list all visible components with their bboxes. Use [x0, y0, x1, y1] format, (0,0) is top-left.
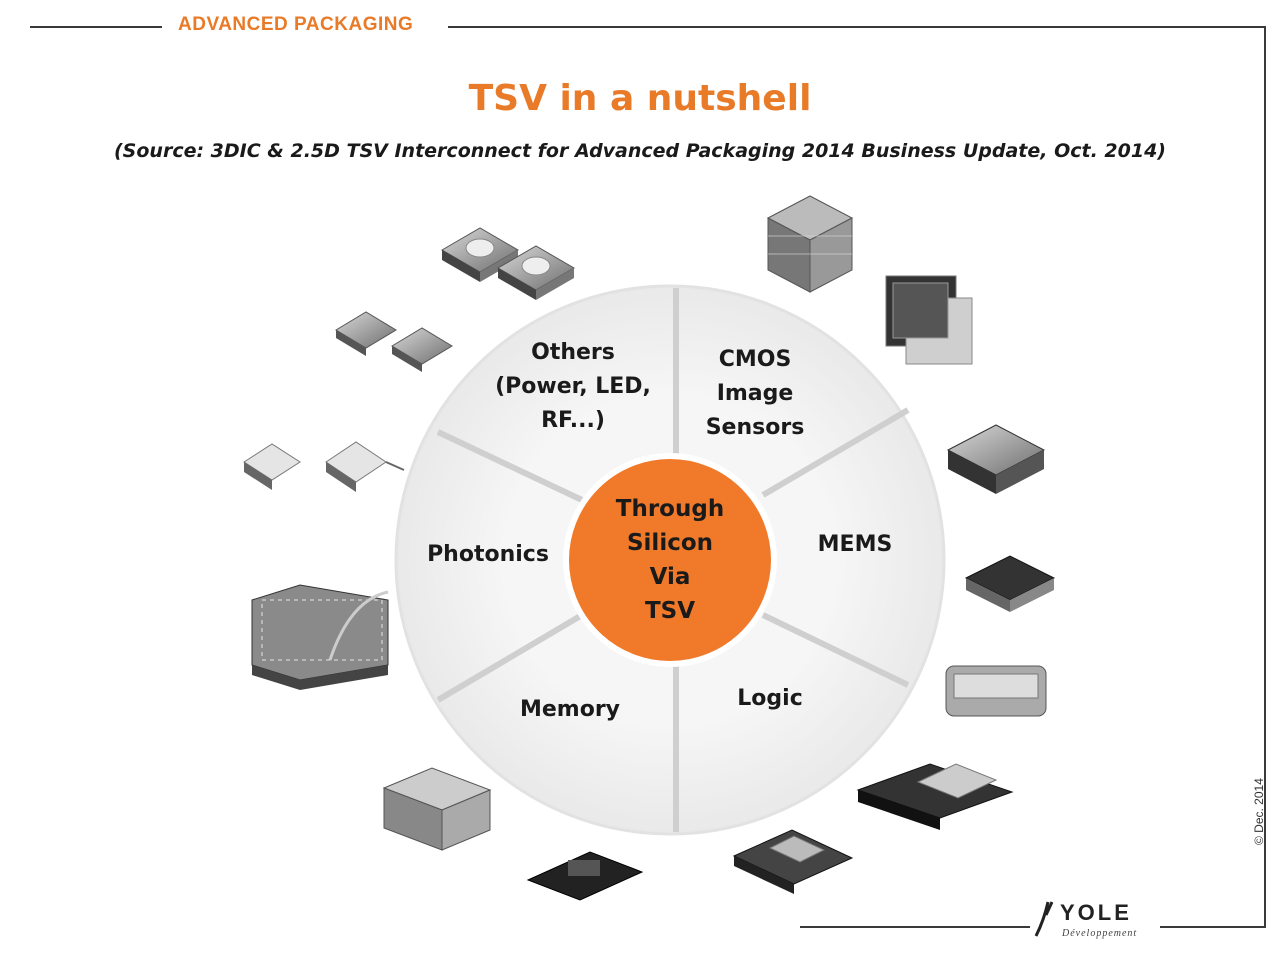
bottom-rule-right [1160, 926, 1266, 928]
chip-image-logic-2 [856, 763, 1014, 830]
chip-image-cmos-stack [766, 195, 854, 293]
top-rule-right [448, 26, 1266, 28]
center-circle [563, 453, 777, 667]
segment-label-logic: Logic [737, 686, 803, 711]
yole-logo-text: YOLE [1060, 900, 1132, 925]
chip-image-cmos-sensor [885, 275, 973, 365]
chip-image-photonics-grid [251, 584, 389, 690]
chip-image-logic-1 [945, 665, 1047, 717]
chip-image-others-led-1 [441, 227, 519, 282]
chip-image-mems-2 [964, 555, 1056, 612]
divider-lower-left [436, 612, 584, 703]
divider-upper-right [761, 407, 910, 498]
chip-image-photonics-2 [325, 441, 405, 492]
segment-label-photonics: Photonics [427, 542, 549, 567]
source-subtitle: (Source: 3DIC & 2.5D TSV Interconnect fo… [114, 140, 1166, 162]
bottom-rule-left [800, 926, 1030, 928]
chip-image-logic-3 [732, 829, 854, 894]
divider-lower-right [761, 612, 910, 688]
page-title: TSV in a nutshell [468, 78, 812, 119]
yole-logo-tagline: Développement [1062, 928, 1138, 939]
divider-upper-left [436, 429, 584, 503]
segment-label-memory: Memory [519, 697, 621, 722]
segment-label-cmos-image-sensors: CMOS Image Sensors [705, 347, 805, 440]
chip-image-others-power-2 [391, 327, 453, 372]
chip-image-mems-1 [946, 424, 1046, 494]
chip-image-photonics-1 [243, 443, 301, 490]
chip-image-memory-2 [526, 851, 644, 901]
right-rule [1264, 26, 1266, 926]
section-header-label: ADVANCED PACKAGING [178, 14, 414, 35]
chip-image-others-led-2 [497, 245, 575, 300]
top-rule-left [30, 26, 162, 28]
copyright-notice: © Dec. 2014 [1252, 778, 1266, 845]
segment-label-mems: MEMS [817, 532, 893, 557]
center-label-tsv: Through Silicon Via TSV [615, 496, 725, 624]
chip-image-others-power-1 [335, 311, 397, 356]
chip-image-memory-1 [382, 767, 492, 851]
yole-logo-mark [1034, 901, 1054, 937]
segment-label-others: Others (Power, LED, RF...) [495, 340, 651, 433]
